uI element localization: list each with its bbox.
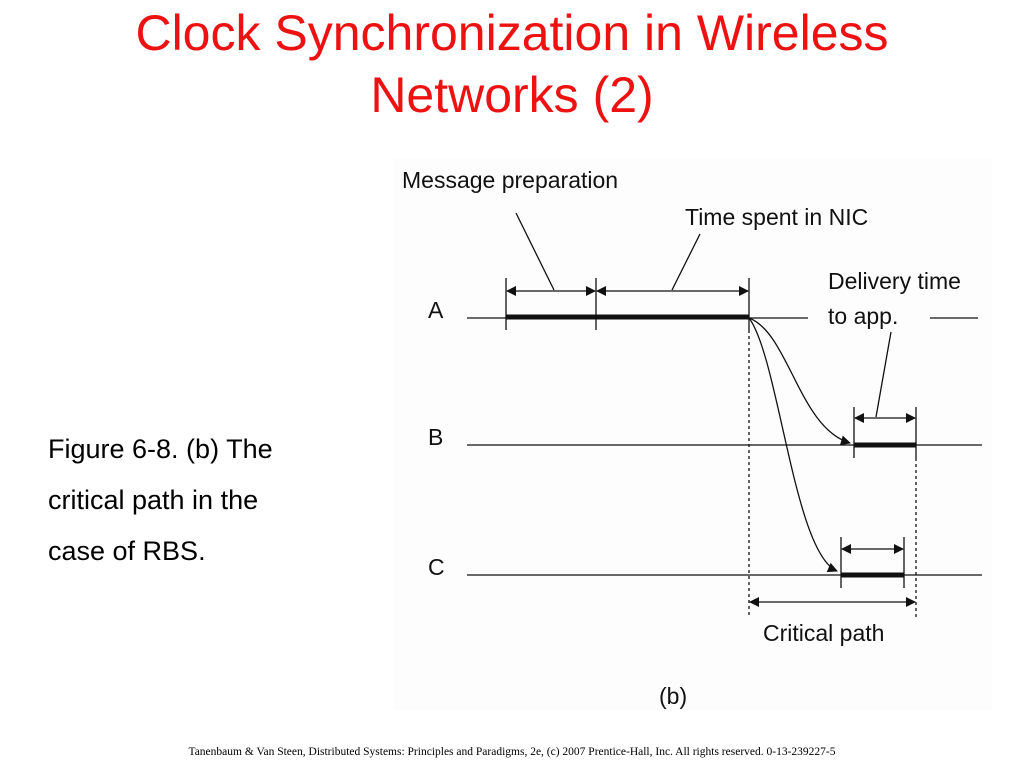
node-a-label: A — [428, 297, 444, 323]
message-preparation-label: Message preparation — [402, 167, 618, 193]
slide-title: Clock Synchronization in Wireless Networ… — [0, 2, 1024, 126]
copyright-footer: Tanenbaum & Van Steen, Distributed Syste… — [188, 746, 836, 758]
rbs-critical-path-figure: Message preparation Time spent in NIC De… — [394, 158, 992, 710]
figure-background — [394, 158, 992, 710]
time-in-nic-label: Time spent in NIC — [685, 204, 868, 230]
slide-title-line-1: Clock Synchronization in Wireless — [135, 5, 889, 61]
delivery-time-leader — [875, 331, 892, 418]
caption-line-1: Figure 6-8. (b) The — [48, 434, 273, 464]
caption-line-3: case of RBS. — [48, 536, 206, 566]
delivery-time-label-line-1: Delivery time — [828, 268, 961, 294]
node-b-label: B — [428, 424, 443, 450]
figure-caption: Figure 6-8. (b) The critical path in the… — [48, 424, 368, 577]
broadcast-curve-to-b — [748, 317, 851, 446]
time-in-nic-leader — [671, 233, 701, 291]
slide-title-line-2: Networks (2) — [370, 67, 654, 123]
rbs-diagram: Message preparation Time spent in NIC De… — [394, 158, 992, 710]
message-preparation-leader — [515, 212, 555, 291]
node-c-label: C — [428, 554, 445, 580]
broadcast-curve-to-c — [748, 317, 838, 573]
figure-sublabel: (b) — [659, 683, 687, 709]
caption-line-2: critical path in the — [48, 485, 259, 515]
critical-path-label: Critical path — [763, 620, 884, 646]
delivery-time-label-line-2: to app. — [828, 303, 898, 329]
